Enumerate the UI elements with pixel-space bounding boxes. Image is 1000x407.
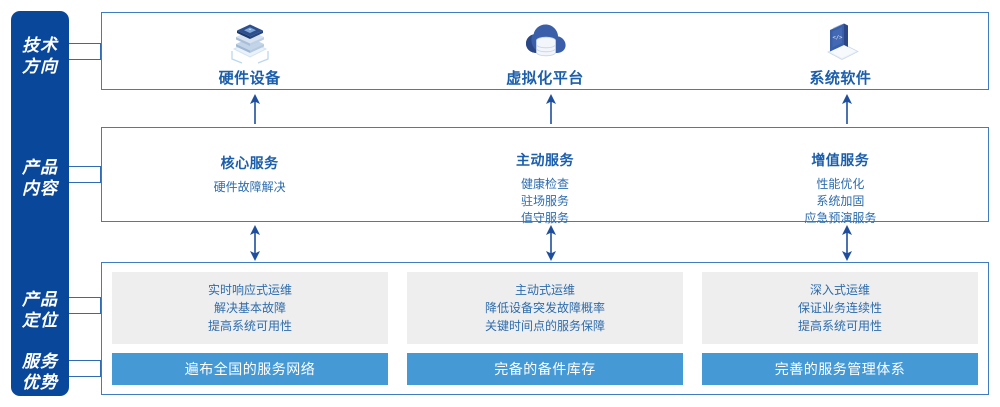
positioning-line: 解决基本故障 <box>213 301 286 315</box>
svg-text:</>: </> <box>833 35 844 41</box>
content-item: 应急预演服务 <box>804 211 877 225</box>
bottom-column-2: 主动式运维 降低设备突发故障概率 关键时间点的服务保障 完备的备件库存 <box>407 272 683 385</box>
connector-content-vert <box>100 166 101 183</box>
content-item: 值守服务 <box>520 211 569 225</box>
panel-tech-direction: 硬件设备 虚拟化平台 </> 系统软件 <box>101 12 989 90</box>
tech-item-hardware[interactable]: 硬件设备 <box>102 13 397 89</box>
positioning-box[interactable]: 深入式运维 保证业务连续性 提高系统可用性 <box>702 272 978 344</box>
connector-content-top <box>69 166 101 167</box>
rail-label-service-advantage: 服务 优势 <box>22 352 58 392</box>
positioning-line: 关键时间点的服务保障 <box>484 319 605 333</box>
content-item: 系统加固 <box>816 194 865 208</box>
positioning-box[interactable]: 主动式运维 降低设备突发故障概率 关键时间点的服务保障 <box>407 272 683 344</box>
arrow-up-hardware <box>250 94 260 124</box>
server-stack-icon <box>231 24 269 64</box>
laptop-code-icon: </> <box>827 23 860 60</box>
connector-position-top <box>69 297 101 298</box>
positioning-box[interactable]: 实时响应式运维 解决基本故障 提高系统可用性 <box>112 272 388 344</box>
connector-tech-vert <box>100 43 101 60</box>
connector-position-bottom <box>69 313 101 314</box>
content-item: 驻场服务 <box>520 194 569 208</box>
advantage-bar[interactable]: 遍布全国的服务网络 <box>112 353 388 385</box>
positioning-line: 实时响应式运维 <box>207 283 292 297</box>
content-column-title: 增值服务 <box>811 152 870 168</box>
bottom-column-3: 深入式运维 保证业务连续性 提高系统可用性 完善的服务管理体系 <box>702 272 978 385</box>
positioning-line: 保证业务连续性 <box>797 301 882 315</box>
positioning-line: 提高系统可用性 <box>207 319 292 333</box>
bottom-column-1: 实时响应式运维 解决基本故障 提高系统可用性 遍布全国的服务网络 <box>112 272 388 385</box>
cloud-database-icon <box>525 24 566 57</box>
tech-item-virtualization[interactable]: 虚拟化平台 <box>397 13 692 89</box>
positioning-line: 降低设备突发故障概率 <box>484 301 605 315</box>
panel-product-content: 核心服务 硬件故障解决 主动服务 健康检查 驻场服务 值守服务 增值服务 性能优… <box>101 127 989 225</box>
arrow-double-col2 <box>546 225 556 261</box>
content-column-proactive-service[interactable]: 主动服务 健康检查 驻场服务 值守服务 <box>397 128 692 225</box>
tech-item-label: 系统软件 <box>809 70 872 87</box>
arrow-double-col1 <box>250 225 260 261</box>
connector-advantage-vert <box>100 360 101 377</box>
content-column-value-added-service[interactable]: 增值服务 性能优化 系统加固 应急预演服务 <box>693 128 988 225</box>
tech-item-label: 硬件设备 <box>218 70 281 87</box>
connector-content-bottom <box>69 182 101 183</box>
connector-position-vert <box>100 297 101 314</box>
content-column-title: 核心服务 <box>220 155 279 171</box>
connector-advantage-top <box>69 360 101 361</box>
connector-tech-bottom <box>69 59 101 60</box>
advantage-bar[interactable]: 完备的备件库存 <box>407 353 683 385</box>
arrow-up-system-software <box>842 94 852 124</box>
section-rail: 技术 方向 产品 内容 产品 定位 服务 优势 <box>11 11 69 396</box>
tech-item-system-software[interactable]: </> 系统软件 <box>693 13 988 89</box>
content-item: 健康检查 <box>520 177 569 191</box>
connector-advantage-bottom <box>69 376 101 377</box>
connector-tech-top <box>69 43 101 44</box>
rail-label-tech-direction: 技术 方向 <box>22 36 58 76</box>
rail-label-product-content: 产品 内容 <box>22 158 58 198</box>
positioning-line: 主动式运维 <box>514 283 575 297</box>
rail-label-product-position: 产品 定位 <box>22 290 58 330</box>
arrow-double-col3 <box>842 225 852 261</box>
panel-positioning-advantage: 实时响应式运维 解决基本故障 提高系统可用性 遍布全国的服务网络 主动式运维 降… <box>101 262 989 395</box>
advantage-bar[interactable]: 完善的服务管理体系 <box>702 353 978 385</box>
tech-item-label: 虚拟化平台 <box>506 70 584 87</box>
positioning-line: 深入式运维 <box>809 283 870 297</box>
content-column-core-service[interactable]: 核心服务 硬件故障解决 <box>102 128 397 221</box>
content-item: 硬件故障解决 <box>213 180 286 194</box>
arrow-up-virtualization <box>546 94 556 124</box>
positioning-line: 提高系统可用性 <box>797 319 882 333</box>
content-column-title: 主动服务 <box>515 152 574 168</box>
content-item: 性能优化 <box>816 177 865 191</box>
